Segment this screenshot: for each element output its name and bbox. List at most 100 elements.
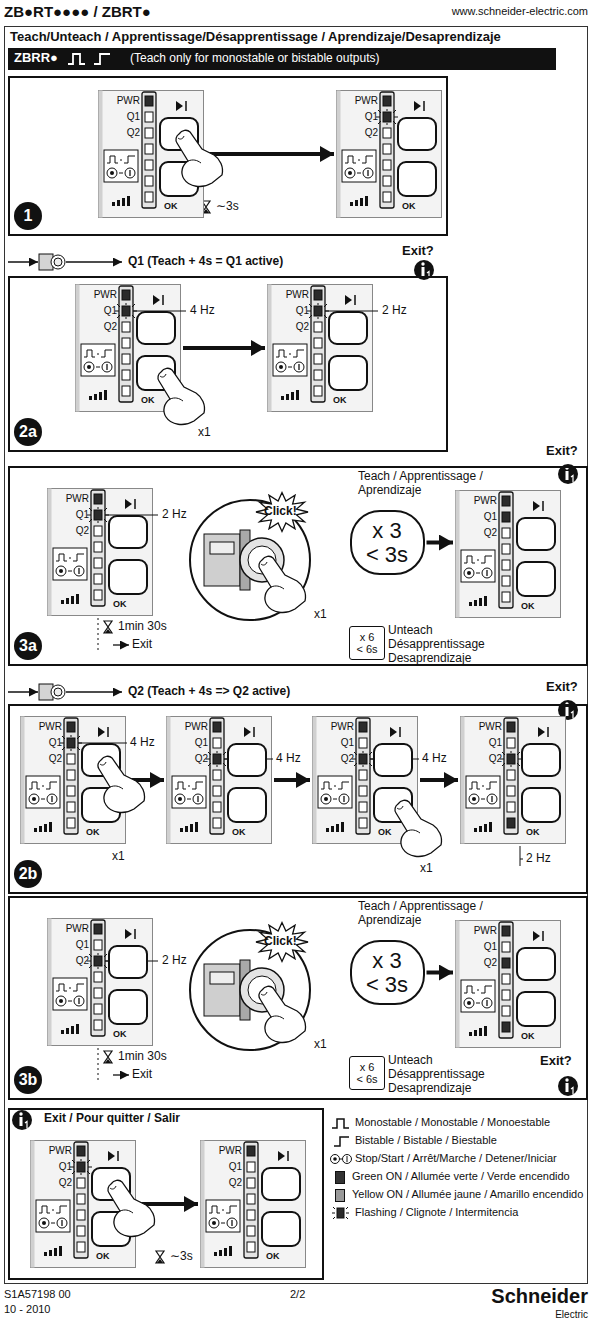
led-caption: Q1 (484, 511, 497, 523)
led (502, 926, 510, 936)
play-bar (162, 295, 164, 305)
led (507, 786, 515, 796)
signal-bar (355, 200, 358, 206)
play-bar (185, 101, 187, 111)
flash-ray (126, 317, 127, 319)
led-caption: Q1 (104, 305, 117, 317)
led-strip (311, 286, 325, 402)
annotation-label: S1A57198 00 (4, 1288, 71, 1301)
flash-ray (387, 109, 388, 111)
led-strip (499, 922, 513, 1038)
module-face (48, 919, 153, 1046)
annotation-label: Unteach Désapprentissage Desaprendizaje (388, 624, 500, 665)
annotation-label: 1min 30s (118, 1050, 167, 1064)
selector-module-drawing (200, 1140, 306, 1268)
stop-symbol (276, 362, 286, 372)
ss-dash (119, 173, 123, 174)
fingernail (160, 374, 166, 377)
arrow-line (66, 261, 122, 263)
start-symbol (57, 1218, 67, 1228)
info-dot (565, 1078, 568, 1081)
led-caption: OK (141, 395, 155, 405)
stop-symbol (175, 794, 185, 804)
led-caption: OK (526, 827, 540, 837)
flash-ray (132, 315, 135, 318)
start-symbol-bar (129, 170, 130, 176)
led (502, 942, 510, 952)
ok-button (522, 788, 560, 822)
flash-ray (104, 519, 107, 522)
selector-module-drawing (312, 716, 418, 844)
led-caption: Q1 (229, 1161, 242, 1173)
module-face (48, 489, 153, 616)
play-symbol (345, 295, 352, 305)
annotation-label: Exit (132, 1068, 152, 1082)
legend-item: Bistable / Bistable / Biestable (330, 1134, 586, 1148)
annotation-label: x1 (420, 862, 433, 876)
step-arrow (427, 971, 454, 975)
annotation-label: Q1 (Teach + 4s = Q1 active) (128, 255, 283, 269)
flash-ray (363, 765, 364, 767)
selector-module: PWRQ1Q2OK (98, 90, 204, 218)
signal-bar (76, 594, 79, 604)
knuckle (271, 586, 284, 589)
flash-ray (77, 736, 80, 739)
module-side (31, 1141, 35, 1268)
step-arrow (183, 346, 265, 350)
panel-heading: Exit / Pour quitter / Salir (44, 1112, 180, 1126)
bar-text: (Teach only for monostable or bistable o… (130, 52, 379, 66)
start-symbol (125, 168, 135, 178)
led (247, 1146, 255, 1156)
selector-module: PWRQ1Q2OK (30, 1140, 136, 1268)
flash-ray (104, 508, 107, 511)
press-count: x 6 (360, 1061, 375, 1073)
mode-symbol-box (342, 150, 376, 182)
teach-button (262, 1168, 300, 1200)
legend-text: Bistable / Bistable / Biestable (355, 1134, 586, 1148)
led (94, 494, 102, 504)
bistable-symbol (481, 986, 492, 993)
led (122, 338, 130, 348)
led-caption: Q2 (76, 525, 89, 537)
signal-bar (469, 602, 472, 606)
step-panel: 3aPWRQ1Q2OKx 3< 3sPWRQ1Q2OKx 6< 6s (8, 466, 588, 666)
leader-line (520, 846, 521, 866)
led (77, 1226, 85, 1236)
hourglass-icon (156, 1251, 164, 1263)
step-number: 3a (14, 632, 42, 660)
stop-symbol (209, 1218, 219, 1228)
model-bar: ZBRR●(Teach only for monostable or bista… (8, 48, 556, 70)
monostable-symbol (68, 54, 85, 64)
click-burst (256, 923, 308, 962)
led (67, 722, 75, 732)
monostable-symbol (332, 1119, 349, 1128)
mode-symbol-box (461, 980, 495, 1012)
module-side (76, 285, 80, 412)
flash-ray (117, 304, 120, 307)
led (359, 722, 367, 732)
led (67, 754, 75, 764)
led-caption: OK (266, 1251, 280, 1261)
mode-symbol-box (466, 776, 500, 808)
led-caption: Q2 (484, 957, 497, 969)
led-caption: PWR (66, 923, 89, 935)
knuckle (110, 786, 123, 789)
stop-symbol-core (59, 999, 63, 1003)
monostable-symbol (84, 350, 95, 357)
flash-ray (208, 752, 211, 755)
start-symbol (294, 362, 304, 372)
start-symbol (487, 794, 497, 804)
led-caption: PWR (117, 95, 140, 107)
flash-ray (62, 747, 65, 750)
stop-core (333, 1157, 337, 1161)
annotation-label: 10 - 2010 (4, 1303, 50, 1316)
signal-bar (286, 394, 289, 400)
hand-outline (108, 1180, 155, 1236)
start-symbol-bar (231, 1220, 232, 1226)
start-symbol (482, 568, 492, 578)
signal-bar (479, 826, 482, 832)
play-symbol (244, 727, 251, 737)
hourglass-sand (157, 1259, 163, 1263)
ss-dash (51, 1223, 55, 1224)
module-face (456, 921, 561, 1048)
